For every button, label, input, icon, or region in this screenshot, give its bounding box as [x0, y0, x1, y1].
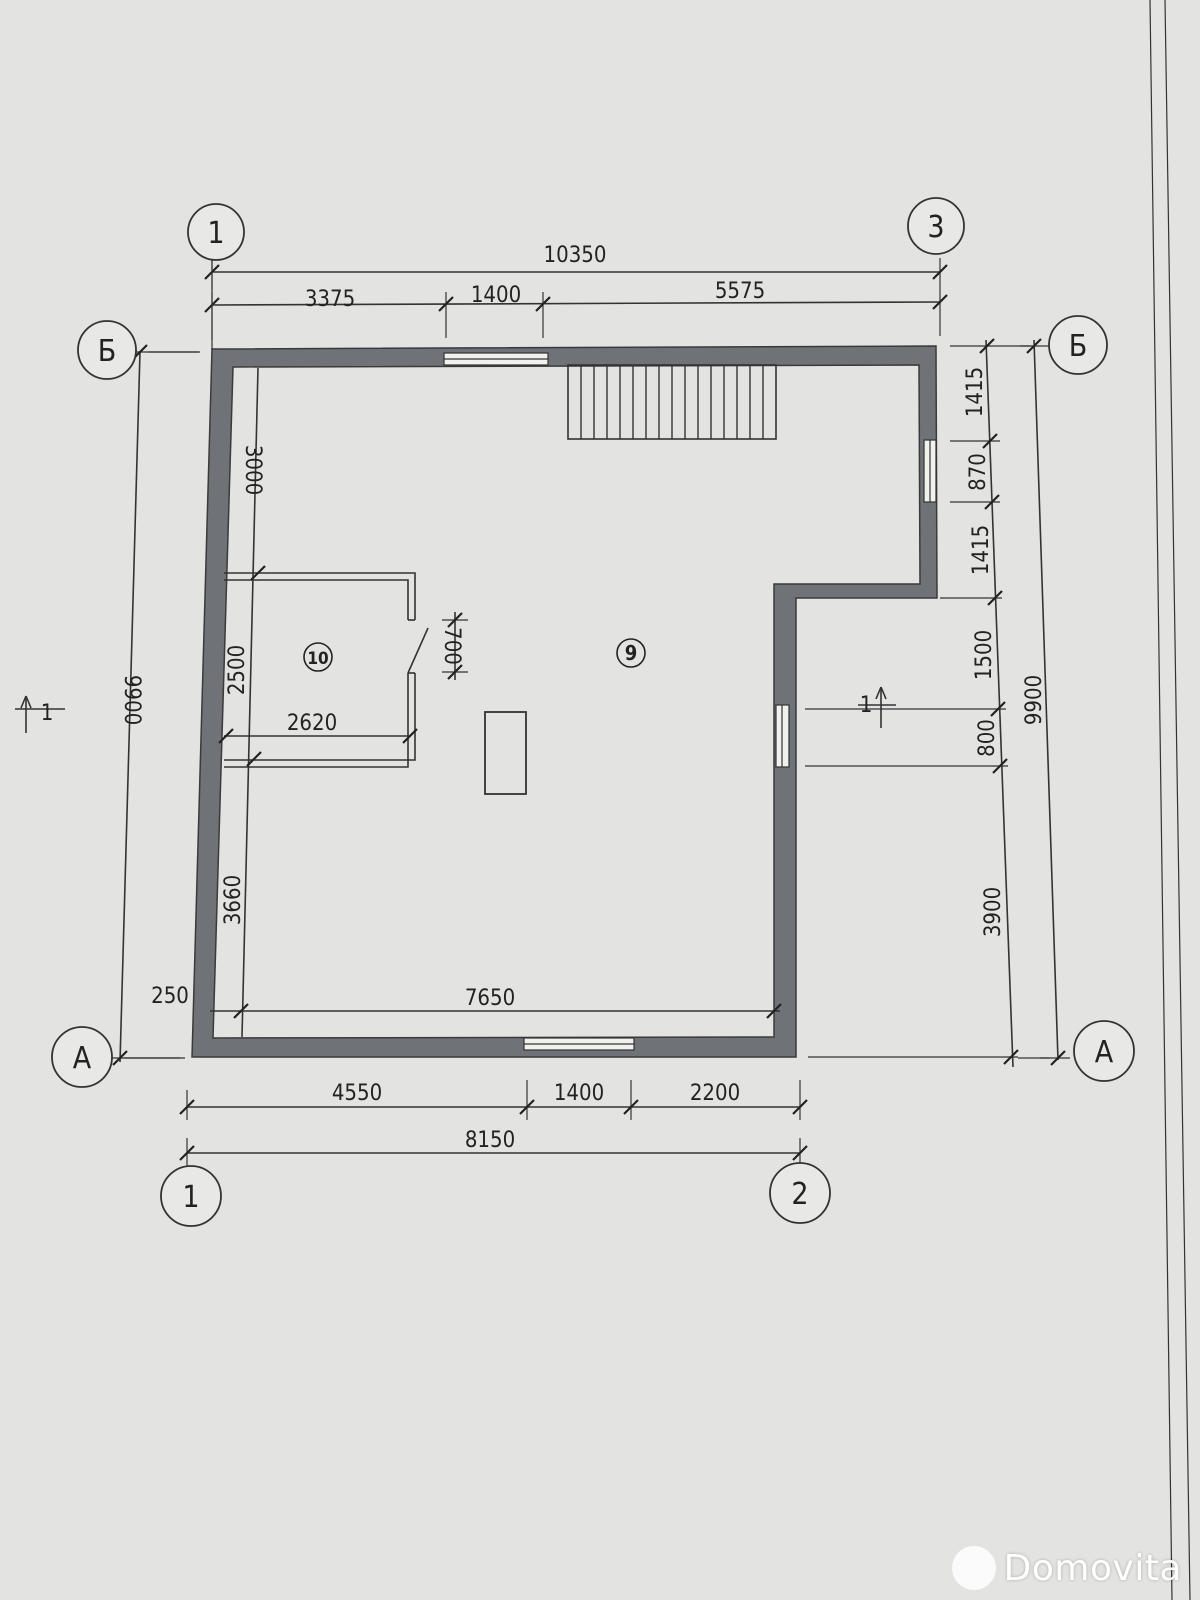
dim-left-2500: 2500 [225, 645, 250, 695]
room-10-partition [224, 572, 429, 768]
dim-bottom-seg3: 2200 [690, 1081, 740, 1106]
bottom-overall-dimension [179, 1138, 808, 1168]
axis-marker-rowB-right: Б [1048, 315, 1108, 375]
axis-marker-rowB-left: Б [77, 320, 137, 380]
axis-marker-col2-bottom: 2 [769, 1162, 831, 1224]
interior-column [484, 711, 527, 795]
axis-marker-col3-top: 3 [907, 197, 965, 255]
dim-bottom-seg1: 4550 [332, 1081, 382, 1106]
left-inner-dimensions [241, 367, 266, 1038]
dim-top-overall: 10350 [544, 243, 607, 268]
axis-marker-rowA-left: А [51, 1026, 113, 1088]
dim-top-seg2: 1400 [471, 283, 521, 308]
staircase [567, 364, 777, 440]
dim-right-870: 870 [966, 453, 991, 491]
svg-text:3: 3 [927, 210, 944, 245]
dim-left-3000: 3000 [240, 445, 265, 495]
dim-right-800: 800 [975, 719, 1000, 757]
section-mark-left [15, 695, 65, 733]
svg-text:Б: Б [1069, 329, 1088, 364]
sheet-edge-line [1164, 0, 1191, 1600]
svg-text:Б: Б [98, 334, 117, 369]
sheet-edge-line [1149, 0, 1173, 1600]
room-10-width-dimension [218, 728, 418, 744]
exterior-walls [191, 345, 938, 1058]
watermark-text: Domovita [1003, 1547, 1182, 1589]
section-label-left: 1 [41, 701, 54, 726]
dim-right-1415a: 1415 [963, 367, 988, 417]
room-label-9: 9 [616, 638, 646, 668]
dim-right-1415b: 1415 [969, 525, 994, 575]
room-label-10: 10 [303, 642, 333, 672]
axis-marker-rowA-right: А [1073, 1020, 1135, 1082]
dim-top-seg1: 3375 [305, 287, 355, 312]
door-width-dimension [442, 612, 468, 680]
right-chain-dimensions [805, 338, 1019, 1068]
dim-right-1500: 1500 [972, 630, 997, 680]
bottom-segment-dimensions [179, 1080, 808, 1120]
dim-top-seg3: 5575 [715, 279, 765, 304]
door-leaf [407, 627, 429, 674]
dim-bottom-seg2: 1400 [554, 1081, 604, 1106]
section-mark-right [858, 686, 896, 728]
axis-marker-col1-top: 1 [187, 203, 245, 261]
svg-text:А: А [1095, 1035, 1114, 1070]
dim-door-700: 700 [439, 627, 464, 665]
right-overall-dimension [1020, 338, 1070, 1066]
room-9-width-dimension [210, 1003, 782, 1019]
dim-right-3900: 3900 [981, 887, 1006, 937]
svg-text:9: 9 [625, 641, 638, 665]
svg-text:1: 1 [182, 1180, 199, 1215]
dim-room9-width: 7650 [465, 986, 515, 1011]
dim-left-3660: 3660 [221, 875, 246, 925]
section-label-right: 1 [860, 693, 873, 718]
dim-wall-250: 250 [151, 984, 189, 1009]
dim-left-overall: 9900 [119, 675, 144, 725]
domovita-logo-icon [951, 1546, 996, 1590]
svg-text:А: А [73, 1041, 92, 1076]
dim-bottom-overall: 8150 [465, 1128, 515, 1153]
dim-right-overall: 9900 [1022, 675, 1047, 725]
axis-marker-col1-bottom: 1 [160, 1165, 222, 1227]
svg-text:2: 2 [791, 1177, 808, 1212]
dim-room10-width: 2620 [287, 711, 337, 736]
svg-text:1: 1 [207, 216, 224, 251]
svg-text:10: 10 [307, 649, 328, 669]
watermark: Domovita [951, 1546, 1182, 1590]
